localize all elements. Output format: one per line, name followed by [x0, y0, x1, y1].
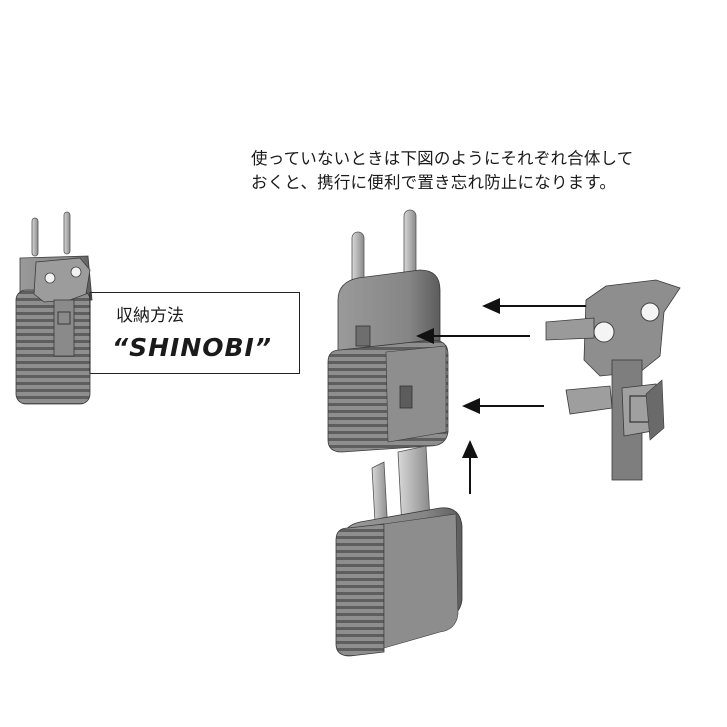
- storage-method-title: 収納方法: [116, 306, 184, 326]
- storage-method-label: 収納方法 “SHINOBI”: [90, 292, 300, 374]
- stored-adapter-small: [15, 211, 93, 405]
- storage-method-name: “SHINOBI”: [112, 333, 272, 362]
- caption-line-1: 使っていないときは下図のようにそれぞれ合体して: [251, 149, 634, 168]
- arrow-up: [462, 440, 478, 494]
- arrow-middle: [416, 328, 530, 344]
- instruction-caption: 使っていないときは下図のようにそれぞれ合体して おくと、携行に便利で置き忘れ防止…: [251, 147, 721, 195]
- arrow-upper: [482, 298, 586, 314]
- bottom-adapter: [335, 445, 463, 657]
- caption-line-2: おくと、携行に便利で置き忘れ防止になります。: [251, 173, 617, 192]
- main-adapter: [327, 209, 449, 453]
- arrow-lower: [462, 398, 544, 414]
- shinobi-plate-part: [545, 279, 681, 481]
